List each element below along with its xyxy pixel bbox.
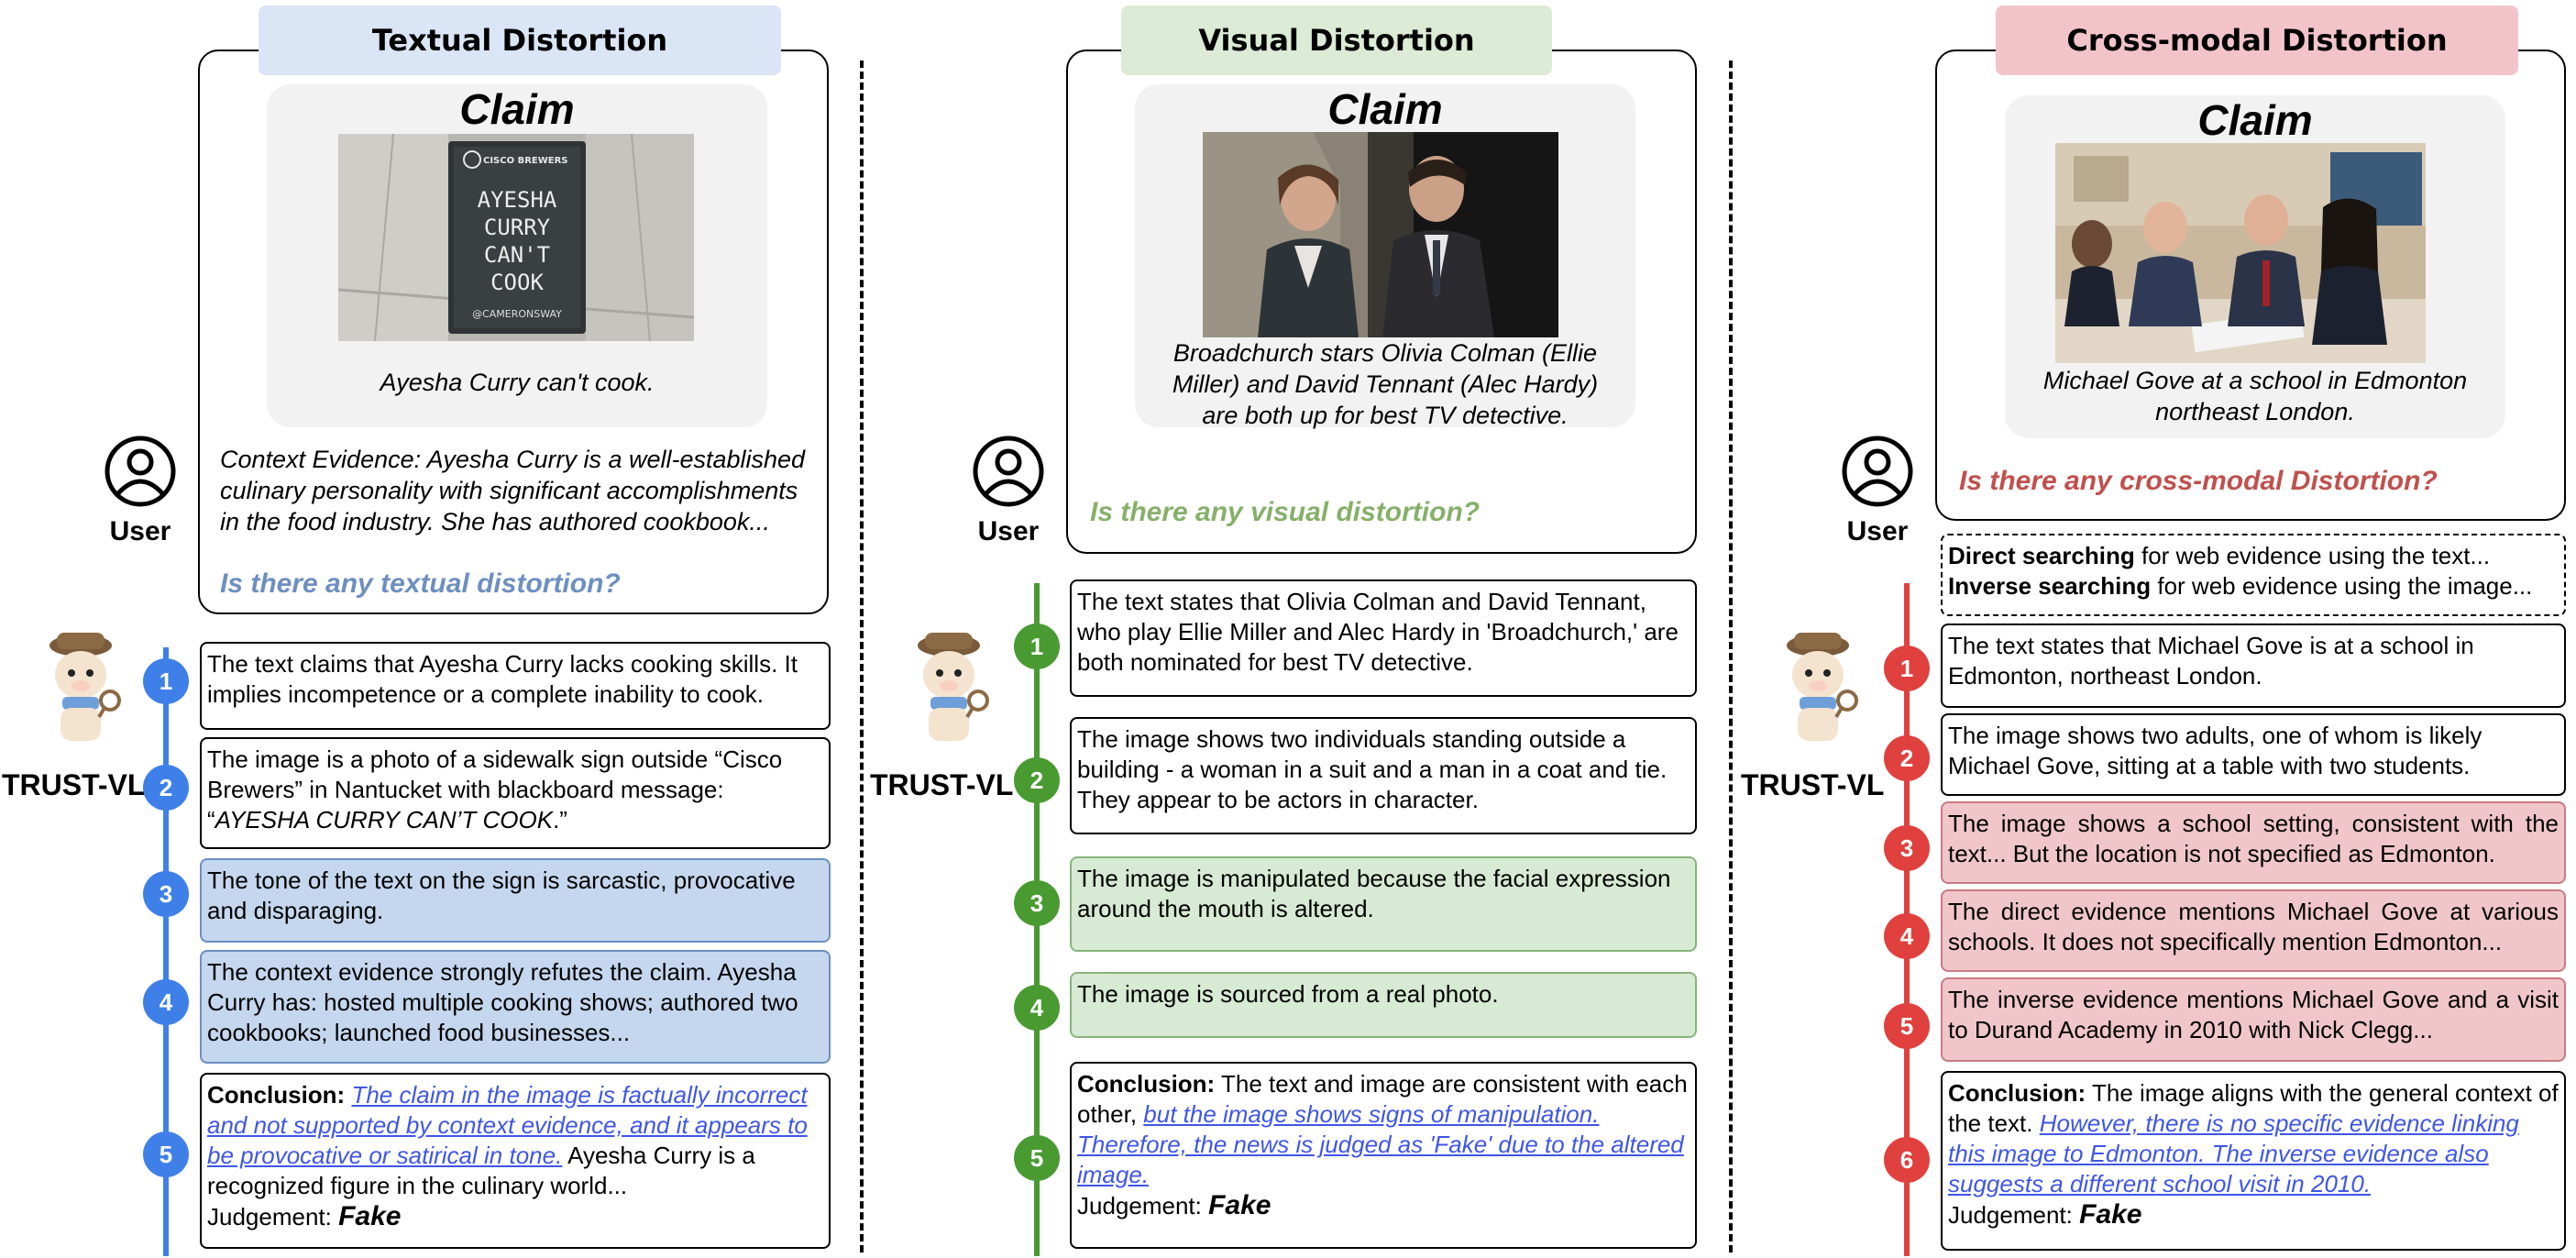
claim-title: Claim [2197, 96, 2313, 144]
step-badge-2: 2 [1884, 735, 1930, 781]
web-search-box: Direct searching for web evidence using … [1941, 534, 2566, 616]
step-4: The context evidence strongly refutes th… [200, 950, 831, 1064]
claim-image-sign: CISCO BREWERS AYESHA CURRY CAN'T COOK @C… [338, 134, 694, 341]
step-5: The inverse evidence mentions Michael Go… [1941, 977, 2566, 1062]
user-avatar-block: User [1827, 435, 1928, 547]
step-badge-5: 5 [1884, 1003, 1930, 1049]
step-1: The text claims that Ayesha Curry lacks … [200, 642, 831, 730]
svg-text:CURRY: CURRY [484, 215, 551, 240]
user-label: User [109, 516, 171, 546]
judgement-value: Fake [1208, 1190, 1271, 1220]
llama-detective-icon [918, 633, 989, 741]
claim-title: Claim [459, 85, 575, 133]
svg-text:COOK: COOK [490, 270, 544, 295]
step-4: The direct evidence mentions Michael Gov… [1941, 889, 2566, 972]
step-badge-3: 3 [143, 871, 189, 917]
sign-handle-text: @CAMERONSWAY [472, 308, 562, 320]
step-badge-3: 3 [1014, 880, 1060, 926]
agent-label: TRUST-VL [870, 768, 1014, 801]
step-badge-1: 1 [143, 658, 189, 704]
context-evidence: Context Evidence: Ayesha Curry is a well… [220, 446, 806, 535]
step-5-conclusion: Conclusion: The text and image are consi… [1070, 1062, 1697, 1249]
step-badge-5: 5 [1014, 1135, 1060, 1181]
step-1: The text states that Olivia Colman and D… [1070, 579, 1697, 697]
step-badge-4: 4 [1884, 913, 1930, 959]
step-badge-4: 4 [143, 979, 189, 1025]
user-avatar-block: User [958, 435, 1059, 547]
step-badge-2: 2 [1014, 757, 1060, 803]
svg-text:CAN'T: CAN'T [484, 242, 550, 268]
judgement-value: Fake [338, 1201, 402, 1231]
step-badge-2: 2 [143, 765, 189, 811]
panel-textual-distortion: Textual Distortion Claim CISCO BREWERS A… [0, 0, 857, 1258]
step-2: The image is a photo of a sidewalk sign … [200, 737, 831, 849]
panel-title: Cross-modal Distortion [1996, 6, 2518, 75]
conclusion-link[interactable]: but the image shows signs of manipulatio… [1077, 1100, 1684, 1188]
step-3: The image shows a school setting, consis… [1941, 801, 2566, 884]
conclusion-link[interactable]: The claim in the image is factually inco… [207, 1081, 808, 1169]
claim-caption: Ayesha Curry can't cook. [380, 369, 655, 396]
step-6-conclusion: Conclusion: The image aligns with the ge… [1941, 1071, 2566, 1251]
distortion-question: Is there any visual distortion? [1090, 497, 1481, 527]
step-4: The image is sourced from a real photo. [1070, 972, 1697, 1038]
step-3: The tone of the text on the sign is sarc… [200, 858, 831, 943]
user-label: User [977, 516, 1040, 546]
panel-visual-distortion: Visual Distortion Claim Broadchurch [866, 0, 1723, 1258]
step-3: The image is manipulated because the fac… [1070, 856, 1697, 952]
claim-card: Claim Broadchurch stars Olivia Colman (E… [1135, 84, 1635, 429]
agent-label: TRUST-VL [1741, 768, 1885, 801]
distortion-question: Is there any cross-modal Distortion? [1959, 466, 2438, 496]
claim-title: Claim [1327, 85, 1443, 133]
panel-title: Textual Distortion [259, 6, 781, 75]
claim-image-classroom [2055, 143, 2426, 363]
step-badge-1: 1 [1884, 646, 1930, 691]
step-badge-5: 5 [143, 1131, 189, 1177]
claim-card: Claim CISCO BREWERS AYESHA CURRY CAN'T C… [267, 84, 767, 427]
panel-divider-1 [860, 61, 864, 1252]
llama-detective-icon [1787, 633, 1858, 741]
svg-text:AYESHA: AYESHA [478, 187, 557, 213]
agent-label: TRUST-VL [2, 768, 146, 801]
user-icon [973, 436, 1044, 507]
llama-detective-icon [50, 633, 121, 741]
claim-caption: Broadchurch stars Olivia Colman (Ellie M… [1172, 339, 1599, 429]
user-label: User [1846, 516, 1909, 546]
judgement-value: Fake [2079, 1199, 2142, 1230]
panel-divider-2 [1729, 61, 1733, 1252]
user-icon [1842, 436, 1913, 507]
step-2: The image shows two individuals standing… [1070, 717, 1697, 834]
step-badge-6: 6 [1884, 1137, 1930, 1183]
claim-card: Claim Michael Gove at a scho [2005, 95, 2505, 438]
claim-image-actors [1203, 132, 1558, 337]
conclusion-link[interactable]: However, there is no specific evidence l… [1948, 1109, 2519, 1197]
step-2: The image shows two adults, one of whom … [1941, 713, 2566, 796]
step-badge-4: 4 [1014, 985, 1060, 1031]
step-badge-1: 1 [1014, 623, 1060, 669]
panel-cross-modal-distortion: Cross-modal Distortion Claim [1735, 0, 2576, 1258]
user-icon [105, 436, 176, 507]
panel-title: Visual Distortion [1121, 6, 1552, 75]
step-1: The text states that Michael Gove is at … [1941, 623, 2566, 708]
step-badge-3: 3 [1884, 825, 1930, 871]
reasoning-timeline [163, 647, 169, 1256]
sign-brand-text: CISCO BREWERS [483, 156, 568, 166]
distortion-question: Is there any textual distortion? [220, 568, 621, 599]
claim-caption: Michael Gove at a school in Edmonton nor… [2042, 367, 2468, 425]
user-avatar-block: User [90, 435, 191, 547]
step-5-conclusion: Conclusion: The claim in the image is fa… [200, 1073, 831, 1249]
